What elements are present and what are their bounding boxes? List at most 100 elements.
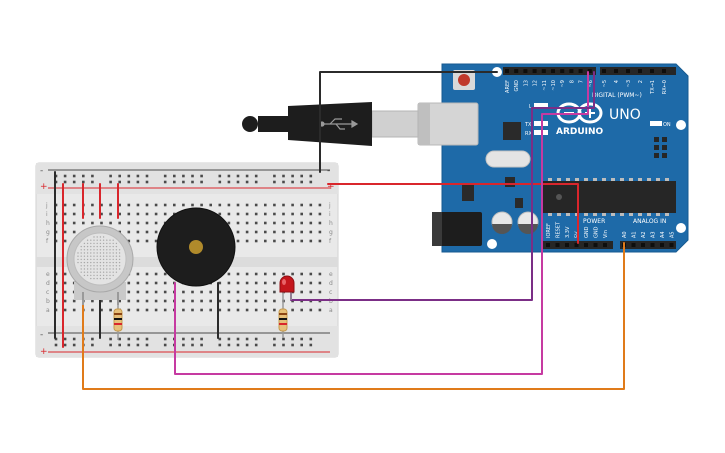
breadboard-hole[interactable] — [254, 230, 258, 234]
breadboard-hole[interactable] — [318, 203, 322, 207]
breadboard-hole[interactable] — [318, 221, 322, 225]
header-pin[interactable] — [523, 69, 528, 73]
breadboard-hole[interactable] — [145, 281, 149, 285]
rail-hole[interactable] — [218, 343, 222, 347]
breadboard-hole[interactable] — [264, 281, 267, 285]
rail-hole[interactable] — [109, 343, 112, 347]
rail-hole[interactable] — [218, 174, 222, 178]
breadboard-hole[interactable] — [273, 290, 276, 294]
breadboard-hole[interactable] — [254, 212, 258, 216]
rail-hole[interactable] — [236, 174, 240, 178]
breadboard-hole[interactable] — [236, 308, 240, 312]
header-pin[interactable] — [660, 243, 664, 247]
breadboard-hole[interactable] — [145, 230, 149, 234]
rail-hole[interactable] — [245, 343, 249, 347]
rail-hole[interactable] — [291, 180, 294, 184]
rail-hole[interactable] — [245, 174, 249, 178]
breadboard-hole[interactable] — [145, 239, 149, 243]
breadboard-hole[interactable] — [264, 290, 267, 294]
rail-hole[interactable] — [127, 337, 131, 341]
resistor-led[interactable] — [278, 300, 288, 338]
breadboard-hole[interactable] — [273, 281, 276, 285]
breadboard-hole[interactable] — [209, 203, 212, 207]
rail-hole[interactable] — [109, 174, 112, 178]
breadboard-hole[interactable] — [127, 290, 131, 294]
rail-hole[interactable] — [63, 337, 67, 341]
wire-gnd-black[interactable] — [319, 71, 498, 173]
piezo-buzzer[interactable] — [156, 207, 236, 287]
breadboard-hole[interactable] — [254, 299, 258, 303]
breadboard-hole[interactable] — [254, 221, 258, 225]
breadboard-hole[interactable] — [63, 239, 67, 243]
breadboard-hole[interactable] — [136, 230, 140, 234]
rail-hole[interactable] — [82, 180, 85, 184]
rail-hole[interactable] — [227, 343, 231, 347]
rail-hole[interactable] — [309, 180, 313, 184]
breadboard-hole[interactable] — [318, 272, 322, 276]
breadboard-hole[interactable] — [145, 272, 149, 276]
breadboard-hole[interactable] — [163, 281, 167, 285]
header-pin[interactable] — [593, 243, 598, 247]
breadboard-hole[interactable] — [63, 203, 67, 207]
rail-hole[interactable] — [72, 337, 76, 341]
breadboard-hole[interactable] — [245, 272, 249, 276]
breadboard-hole[interactable] — [136, 272, 140, 276]
rail-hole[interactable] — [291, 337, 294, 341]
breadboard-hole[interactable] — [163, 290, 167, 294]
breadboard-hole[interactable] — [264, 230, 267, 234]
breadboard-hole[interactable] — [273, 203, 276, 207]
breadboard-hole[interactable] — [200, 308, 203, 312]
breadboard-hole[interactable] — [218, 203, 222, 207]
rail-hole[interactable] — [54, 337, 58, 341]
breadboard-hole[interactable] — [136, 212, 140, 216]
breadboard-hole[interactable] — [300, 272, 303, 276]
rail-hole[interactable] — [200, 174, 203, 178]
rail-hole[interactable] — [254, 174, 258, 178]
rail-hole[interactable] — [163, 174, 167, 178]
breadboard-hole[interactable] — [100, 299, 103, 303]
breadboard-hole[interactable] — [254, 239, 258, 243]
rail-hole[interactable] — [282, 174, 285, 178]
rail-hole[interactable] — [91, 337, 94, 341]
breadboard-hole[interactable] — [309, 230, 313, 234]
breadboard-hole[interactable] — [236, 203, 240, 207]
rail-hole[interactable] — [227, 180, 231, 184]
rail-hole[interactable] — [163, 343, 167, 347]
breadboard-hole[interactable] — [282, 212, 285, 216]
rail-hole[interactable] — [109, 180, 112, 184]
rail-hole[interactable] — [191, 180, 194, 184]
breadboard-hole[interactable] — [264, 299, 267, 303]
rail-hole[interactable] — [218, 337, 222, 341]
rail-hole[interactable] — [300, 180, 303, 184]
breadboard-hole[interactable] — [264, 239, 267, 243]
breadboard-hole[interactable] — [291, 239, 294, 243]
rail-hole[interactable] — [163, 180, 167, 184]
breadboard-hole[interactable] — [127, 239, 131, 243]
breadboard-hole[interactable] — [63, 212, 67, 216]
header-pin[interactable] — [551, 69, 555, 73]
breadboard-hole[interactable] — [145, 290, 149, 294]
breadboard-hole[interactable] — [100, 203, 103, 207]
rail-hole[interactable] — [63, 343, 67, 347]
breadboard-hole[interactable] — [264, 221, 267, 225]
breadboard-hole[interactable] — [100, 308, 103, 312]
breadboard-hole[interactable] — [227, 203, 231, 207]
breadboard-hole[interactable] — [245, 308, 249, 312]
breadboard-hole[interactable] — [100, 212, 103, 216]
breadboard-hole[interactable] — [154, 281, 158, 285]
breadboard-hole[interactable] — [154, 212, 158, 216]
rail-hole[interactable] — [91, 343, 94, 347]
rail-hole[interactable] — [254, 337, 258, 341]
breadboard-hole[interactable] — [136, 290, 140, 294]
breadboard-hole[interactable] — [254, 308, 258, 312]
breadboard-hole[interactable] — [309, 212, 313, 216]
breadboard-hole[interactable] — [236, 212, 240, 216]
breadboard-hole[interactable] — [218, 290, 222, 294]
rail-hole[interactable] — [182, 174, 185, 178]
rail-hole[interactable] — [309, 337, 313, 341]
breadboard-hole[interactable] — [291, 203, 294, 207]
breadboard-hole[interactable] — [191, 308, 194, 312]
breadboard-hole[interactable] — [154, 230, 158, 234]
breadboard-hole[interactable] — [100, 221, 103, 225]
breadboard-hole[interactable] — [118, 299, 121, 303]
